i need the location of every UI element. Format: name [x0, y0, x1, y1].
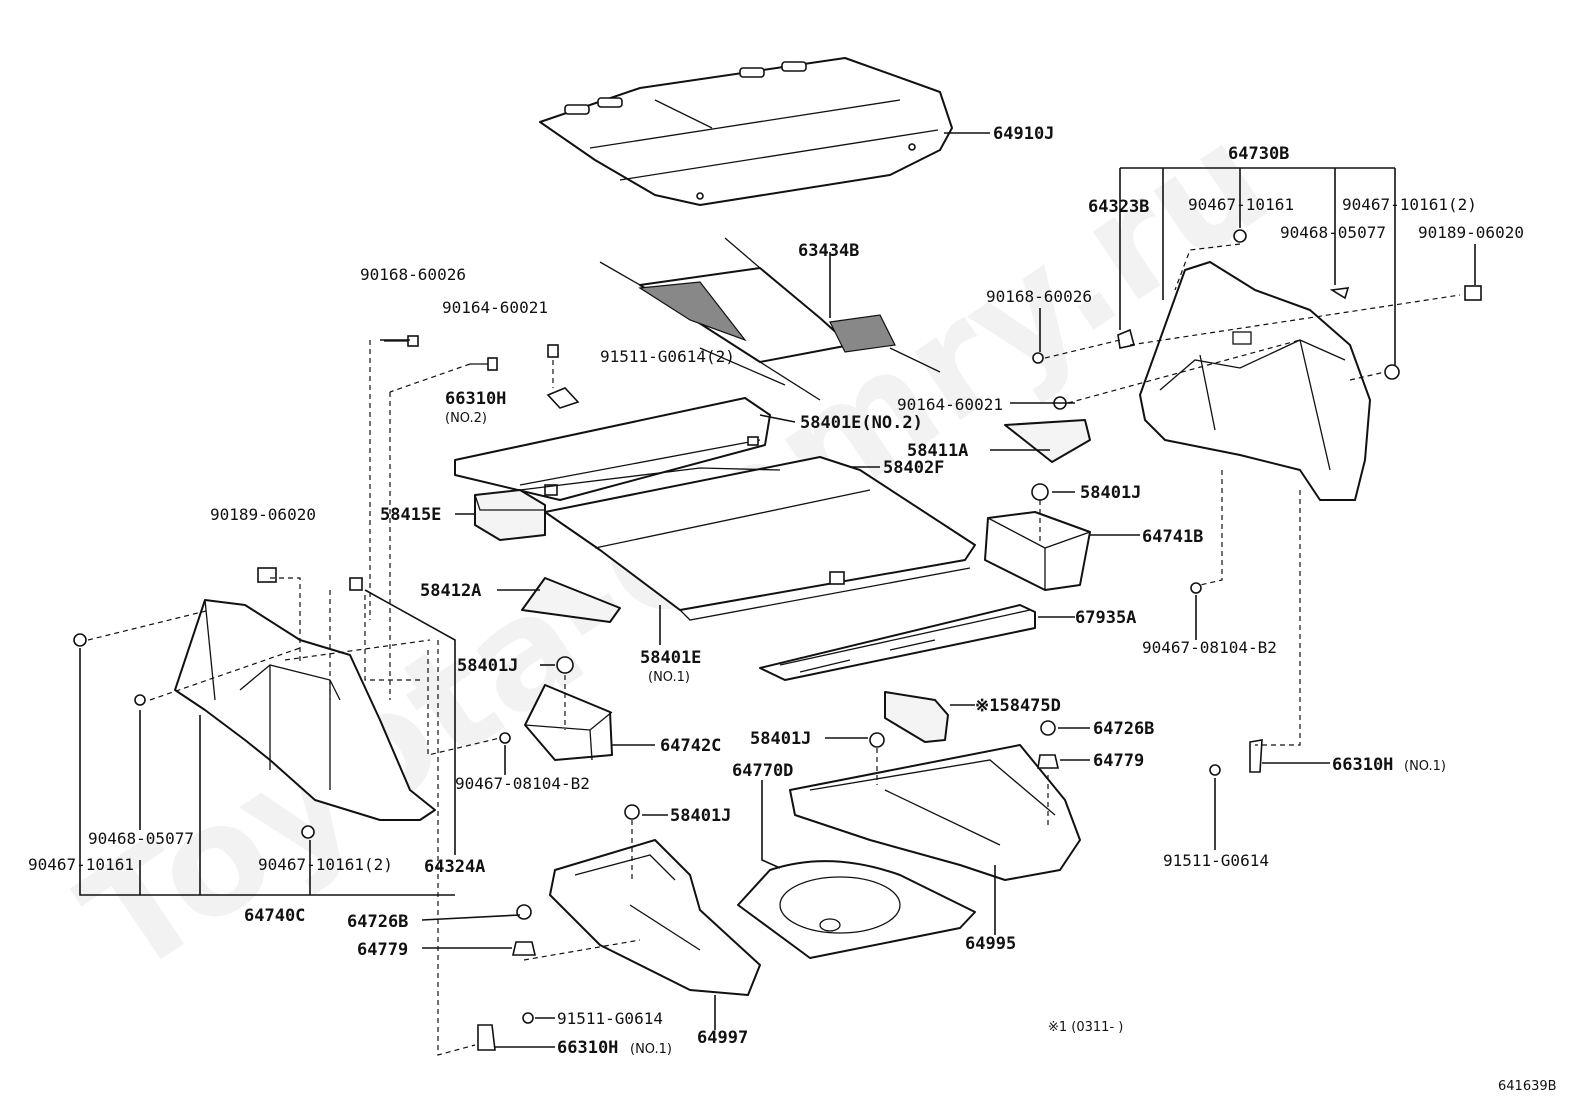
- label-158475D: ※158475D: [975, 696, 1061, 716]
- label-58401E: 58401E: [640, 648, 701, 668]
- label-58401J-b: 58401J: [457, 656, 518, 676]
- label-no1: (NO.1): [648, 670, 690, 685]
- label-90189-06020-left: 90189-06020: [210, 505, 316, 524]
- label-64779-right: 64779: [1093, 751, 1144, 771]
- label-64995: 64995: [965, 934, 1016, 954]
- label-67935A: 67935A: [1075, 608, 1136, 628]
- fasteners: [73, 229, 1482, 1051]
- label-66310H-no1-right: 66310H: [1332, 755, 1393, 775]
- label-90164-60021-left: 90164-60021: [442, 298, 548, 317]
- label-58411A: 58411A: [907, 441, 968, 461]
- label-90467-10161-2-top: 90467-10161(2): [1342, 195, 1477, 214]
- part-58401E-main-board: [544, 456, 976, 621]
- part-labels: 64910J 64730B 64323B 90467-10161 90467-1…: [28, 124, 1524, 1058]
- label-58401J-c: 58401J: [750, 729, 811, 749]
- label-90467-08104-B2-right: 90467-08104-B2: [1142, 638, 1277, 657]
- label-90189-06020-right: 90189-06020: [1418, 223, 1524, 242]
- part-64740C-left-trim: [174, 599, 436, 821]
- label-90168-60026-right: 90168-60026: [986, 287, 1092, 306]
- label-no1-bottom: (NO.1): [630, 1042, 672, 1057]
- part-64741B-tray: [984, 511, 1091, 591]
- label-90468-05077-top: 90468-05077: [1280, 223, 1386, 242]
- label-64741B: 64741B: [1142, 527, 1203, 547]
- label-64323B: 64323B: [1088, 197, 1149, 217]
- label-no2: (NO.2): [445, 411, 487, 426]
- label-91511-G0614-2: 91511-G0614(2): [600, 347, 735, 366]
- label-64770D: 64770D: [732, 761, 793, 781]
- part-64910J-cover: [539, 57, 953, 206]
- label-90467-08104-B2-left: 90467-08104-B2: [455, 774, 590, 793]
- part-58411A: [1004, 419, 1091, 463]
- label-58401J-a: 58401J: [1080, 483, 1141, 503]
- label-90468-05077-left: 90468-05077: [88, 829, 194, 848]
- label-64779-left: 64779: [357, 940, 408, 960]
- label-90467-10161-top: 90467-10161: [1188, 195, 1294, 214]
- part-58401E-no2-board: [454, 397, 771, 501]
- label-64726B-right: 64726B: [1093, 719, 1154, 739]
- part-58412A: [521, 577, 621, 623]
- label-91511-G0614-right: 91511-G0614: [1163, 851, 1269, 870]
- label-91511-G0614-bottom: 91511-G0614: [557, 1009, 663, 1028]
- label-58401E-no2: 58401E(NO.2): [800, 413, 923, 433]
- label-58401J-d: 58401J: [670, 806, 731, 826]
- part-63434B-net: [599, 237, 941, 401]
- label-64742C: 64742C: [660, 736, 721, 756]
- label-64740C: 64740C: [244, 906, 305, 926]
- dashed-guides: [87, 243, 1461, 1056]
- label-64730B: 64730B: [1228, 144, 1289, 164]
- label-66310H-no2: 66310H: [445, 389, 506, 409]
- label-no1-right: (NO.1): [1404, 759, 1446, 774]
- label-64324A: 64324A: [424, 857, 485, 877]
- part-64995-tray: [789, 744, 1081, 881]
- label-64997: 64997: [697, 1028, 748, 1048]
- diagram-code: 641639B: [1498, 1079, 1557, 1094]
- label-90164-60021-right: 90164-60021: [897, 395, 1003, 414]
- part-64742C-box: [524, 684, 613, 761]
- label-90467-10161-2-left: 90467-10161(2): [258, 855, 393, 874]
- label-66310H-no1-bottom: 66310H: [557, 1038, 618, 1058]
- label-64726B-left: 64726B: [347, 912, 408, 932]
- part-64770D-tray: [737, 860, 976, 959]
- label-63434B: 63434B: [798, 241, 859, 261]
- label-58402F: 58402F: [883, 458, 944, 478]
- label-58412A: 58412A: [420, 581, 481, 601]
- part-64997-tray: [549, 839, 761, 996]
- label-58415E: 58415E: [380, 505, 441, 525]
- part-58415E: [474, 467, 781, 541]
- label-64910J: 64910J: [993, 124, 1054, 144]
- part-67935A-sill: [759, 604, 1036, 681]
- part-64730B-right-trim: [1139, 261, 1371, 501]
- label-90467-10161-left: 90467-10161: [28, 855, 134, 874]
- footnote: ※1 (0311- ): [1048, 1020, 1123, 1035]
- part-158475D: [884, 691, 949, 743]
- leader-lines: [79, 167, 1476, 1048]
- label-90168-60026-left: 90168-60026: [360, 265, 466, 284]
